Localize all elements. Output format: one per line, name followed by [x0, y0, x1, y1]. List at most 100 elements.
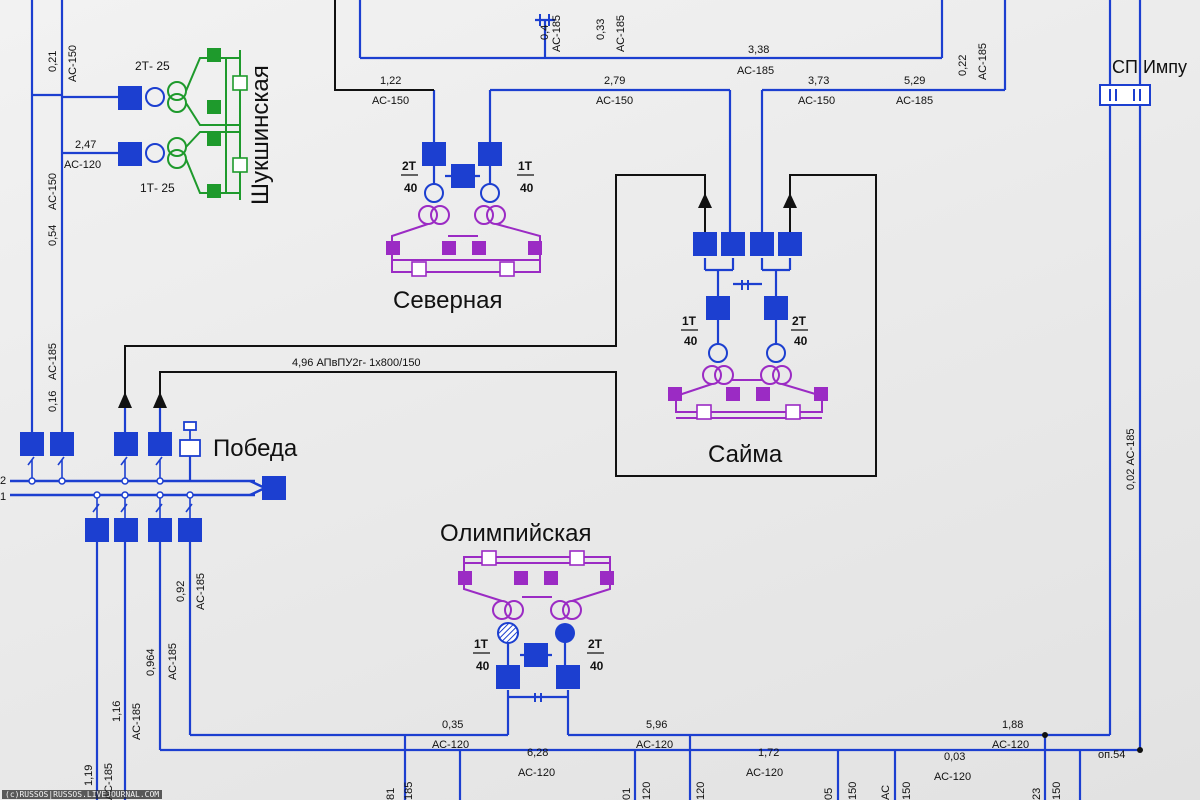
breakers — [20, 86, 802, 689]
lbl-ac120-g: АС-120 — [934, 771, 971, 783]
blue-lines — [30, 0, 1142, 800]
label-sayma: Сайма — [708, 441, 783, 468]
lbl-0-92: 0,92 — [175, 581, 187, 602]
connectors — [534, 14, 749, 702]
arrow-heads — [118, 193, 797, 408]
lbl-1-16: 1,16 — [111, 701, 123, 722]
lbl-cut-ac: АС — [880, 785, 892, 800]
lbl-ac185-top1: АС-185 — [551, 15, 563, 52]
tr-olimp-2t: 2Т — [588, 637, 603, 651]
green-lv — [185, 50, 241, 200]
green-breakers — [207, 48, 221, 198]
lbl-ac120-e: АС-120 — [746, 767, 783, 779]
lbl-ac150-b: АС-150 — [47, 173, 59, 210]
lbl-ac150-c: АС-150 — [372, 95, 409, 107]
lbl-0-964: 0,964 — [145, 648, 157, 676]
lbl-1-88: 1,88 — [1002, 719, 1023, 731]
junction-node-2 — [1137, 747, 1143, 753]
lbl-ac185-top2: АС-185 — [615, 15, 627, 52]
lbl-cut-150b: 150 — [901, 782, 913, 800]
violet-aux-boxes — [411, 261, 801, 566]
bus-label-2: 2 — [0, 475, 6, 487]
tr-olimp-1t-rating: 40 — [476, 659, 490, 673]
lbl-0-22: 0,22 — [957, 55, 969, 76]
olimp-2t-filled — [555, 623, 575, 643]
transformers-green — [167, 81, 187, 169]
tr-shuk-1t: 1Т- 25 — [140, 181, 175, 195]
lbl-ac185-c: АС-185 — [896, 95, 933, 107]
lbl-op54: оп.54 — [1098, 749, 1125, 761]
lbl-ac120-c: АС-120 — [518, 767, 555, 779]
lbl-5-29: 5,29 — [904, 75, 925, 87]
transformers-blue — [145, 87, 786, 363]
lbl-ac120-b: АС-120 — [432, 739, 469, 751]
bus-label-1: 1 — [0, 491, 6, 503]
lbl-ac185-e: АС-185 — [195, 573, 207, 610]
watermark: (c)RUSSOS|RUSSOS.LIVEJOURNAL.COM — [2, 790, 163, 799]
tr-say-2t-rating: 40 — [794, 334, 808, 348]
lbl-0-54: 0,54 — [47, 225, 59, 246]
lbl-1-19: 1,19 — [83, 765, 95, 786]
lbl-0-02: 0,02 АС-185 — [1125, 428, 1137, 490]
lbl-1-22: 1,22 — [380, 75, 401, 87]
tr-shuk-2t: 2Т- 25 — [135, 59, 170, 73]
tr-say-1t: 1Т — [682, 314, 697, 328]
label-shukshinskaya: Шукшинская — [247, 65, 274, 205]
lbl-ac150-e: АС-150 — [798, 95, 835, 107]
lbl-2-47: 2,47 — [75, 139, 96, 151]
green-aux-boxes — [232, 75, 248, 173]
violet-breakers — [386, 241, 828, 585]
pobeda-aux-symbol — [179, 421, 201, 457]
lbl-2-79: 2,79 — [604, 75, 625, 87]
tr-sev-1t-rating: 40 — [520, 181, 534, 195]
lbl-cut-120b: 120 — [695, 782, 707, 800]
lbl-0-35: 0,35 — [442, 719, 463, 731]
tr-olimp-2t-rating: 40 — [590, 659, 604, 673]
lbl-ac185-b: АС-185 — [737, 65, 774, 77]
lbl-ac120-a: АС-120 — [64, 159, 101, 171]
lbl-0-21: 0,21 — [47, 51, 59, 72]
lbl-ac120-d: АС-120 — [636, 739, 673, 751]
lbl-cut-120a: 120 — [641, 782, 653, 800]
pobeda-busbar — [10, 479, 266, 497]
busbar-nodes — [28, 477, 194, 499]
tr-say-1t-rating: 40 — [684, 334, 698, 348]
tr-sev-2t: 2Т — [402, 159, 417, 173]
black-lines — [124, 0, 877, 477]
lbl-cable: 4,96 АПвПУ2г- 1х800/150 — [292, 357, 421, 369]
junction-node — [1042, 732, 1048, 738]
label-severnaya: Северная — [393, 287, 502, 314]
lbl-cut-23: 23 — [1031, 788, 1043, 800]
lbl-0-33: 0,33 — [595, 19, 607, 40]
tr-sev-2t-rating: 40 — [404, 181, 418, 195]
sp-impu-switch — [1099, 84, 1151, 106]
lbl-cut-05: 05 — [823, 788, 835, 800]
pobeda-disconnectors — [27, 456, 193, 520]
lbl-ac185-a: АС-185 — [47, 343, 59, 380]
lbl-cut-01: 01 — [621, 788, 633, 800]
lbl-0-16: 0,16 — [47, 391, 59, 412]
lbl-cut-185: 185 — [403, 782, 415, 800]
tr-olimp-1t: 1Т — [474, 637, 489, 651]
tr-say-2t: 2Т — [792, 314, 807, 328]
tr-sev-1t: 1Т — [518, 159, 533, 173]
label-sp-impu: СП Импу — [1112, 57, 1187, 77]
lbl-ac185-g: АС-185 — [131, 703, 143, 740]
lbl-6-28: 6,28 — [527, 747, 548, 759]
lbl-0-4: 0,4 — [539, 25, 551, 40]
lbl-cut-150a: 150 — [847, 782, 859, 800]
lbl-5-96: 5,96 — [646, 719, 667, 731]
label-pobeda: Победа — [213, 435, 298, 462]
labels: Шукшинская Северная Сайма Победа Олимпий… — [0, 15, 1187, 800]
lbl-ac185-d: АС-185 — [977, 43, 989, 80]
lbl-cut-150c: 150 — [1051, 782, 1063, 800]
lbl-ac120-f: АС-120 — [992, 739, 1029, 751]
lbl-ac150-a: АС-150 — [67, 45, 79, 82]
lbl-ac185-f: АС-185 — [167, 643, 179, 680]
olimp-1t-hatched — [497, 622, 519, 644]
lbl-3-73: 3,73 — [808, 75, 829, 87]
lbl-ac150-d: АС-150 — [596, 95, 633, 107]
lbl-1-72: 1,72 — [758, 747, 779, 759]
lbl-0-03: 0,03 — [944, 751, 965, 763]
